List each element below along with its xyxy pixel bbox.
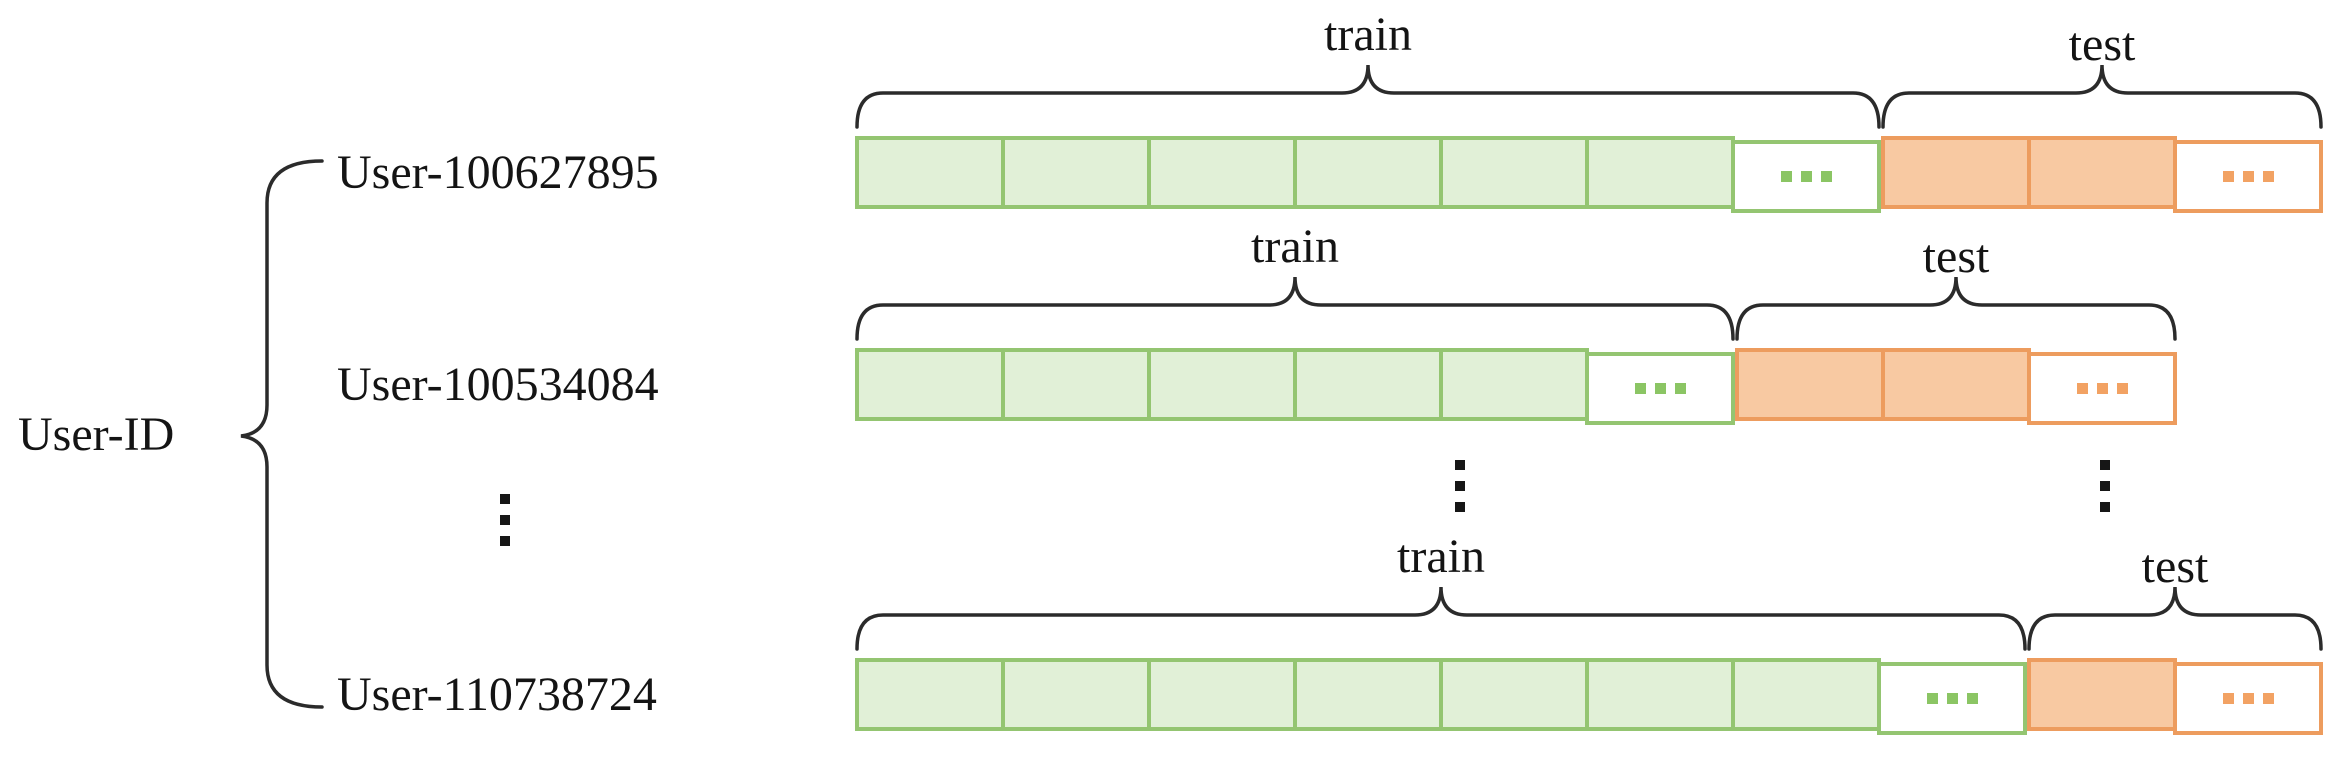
train-cell [1147,136,1297,209]
cell-ellipsis-icon [1780,171,1832,182]
train-cell [1585,658,1735,731]
train-cell [1001,136,1151,209]
test-brace [1881,64,2323,129]
dot [1455,460,1465,470]
dot [2116,383,2128,394]
test-label: test [2068,18,2136,71]
train-cell [855,136,1005,209]
test-cell [2027,136,2177,209]
dot [1946,693,1958,704]
cell-ellipsis-icon [2076,383,2128,394]
test-label: test [1922,230,1990,283]
dot [2262,693,2274,704]
dot [1674,383,1686,394]
train-ellipsis-cell [1731,140,1881,213]
train-cell [1585,136,1735,209]
cell-ellipsis-icon [2222,693,2274,704]
train-cell [855,348,1005,421]
dot [1654,383,1666,394]
rows-ellipsis-test-icon [2100,460,2110,512]
cell-ellipsis-icon [1634,383,1686,394]
dot [500,494,510,504]
users-ellipsis-icon [500,494,510,546]
sequence-cells [855,136,2323,213]
train-cell [1001,658,1151,731]
user-id-label: User-ID [18,408,175,461]
test-ellipsis-cell [2173,662,2323,735]
train-cell [1731,658,1881,731]
train-brace [855,586,2027,651]
cell-ellipsis-icon [1926,693,1978,704]
dot [1455,502,1465,512]
user-label: User-100534084 [337,357,659,411]
dot [2100,502,2110,512]
dot [2222,171,2234,182]
cell-ellipsis-icon [2222,171,2274,182]
test-cell [1735,348,1885,421]
dot [500,536,510,546]
sequence-cells [855,348,2177,425]
train-cell [1147,658,1297,731]
train-cell [1147,348,1297,421]
test-brace [1735,276,2177,341]
dot [1966,693,1978,704]
test-label: test [2141,540,2209,593]
train-brace [855,276,1735,341]
train-label: train [1251,220,1339,273]
test-ellipsis-cell [2027,352,2177,425]
dot [2076,383,2088,394]
dot [1820,171,1832,182]
test-cell [2027,658,2177,731]
dot [1780,171,1792,182]
dot [2096,383,2108,394]
train-ellipsis-cell [1585,352,1735,425]
train-label: train [1397,530,1485,583]
dot [2262,171,2274,182]
dot [2222,693,2234,704]
train-brace [855,64,1881,129]
dot [2242,693,2254,704]
user-label: User-110738724 [337,667,657,721]
train-ellipsis-cell [1877,662,2027,735]
train-cell [1293,658,1443,731]
train-cell [1001,348,1151,421]
test-brace [2027,586,2323,651]
train-cell [1293,136,1443,209]
dot [2242,171,2254,182]
train-label: train [1324,8,1412,61]
sequence-cells [855,658,2323,735]
train-cell [1439,348,1589,421]
train-cell [1439,136,1589,209]
dot [1800,171,1812,182]
dot [2100,481,2110,491]
test-ellipsis-cell [2173,140,2323,213]
train-cell [855,658,1005,731]
dot [2100,460,2110,470]
dot [1634,383,1646,394]
dot [1455,481,1465,491]
dot [1926,693,1938,704]
test-cell [1881,136,2031,209]
train-cell [1439,658,1589,731]
user-label: User-100627895 [337,145,659,199]
user-group-brace [240,159,324,709]
dot [500,515,510,525]
test-cell [1881,348,2031,421]
rows-ellipsis-train-icon [1455,460,1465,512]
train-cell [1293,348,1443,421]
